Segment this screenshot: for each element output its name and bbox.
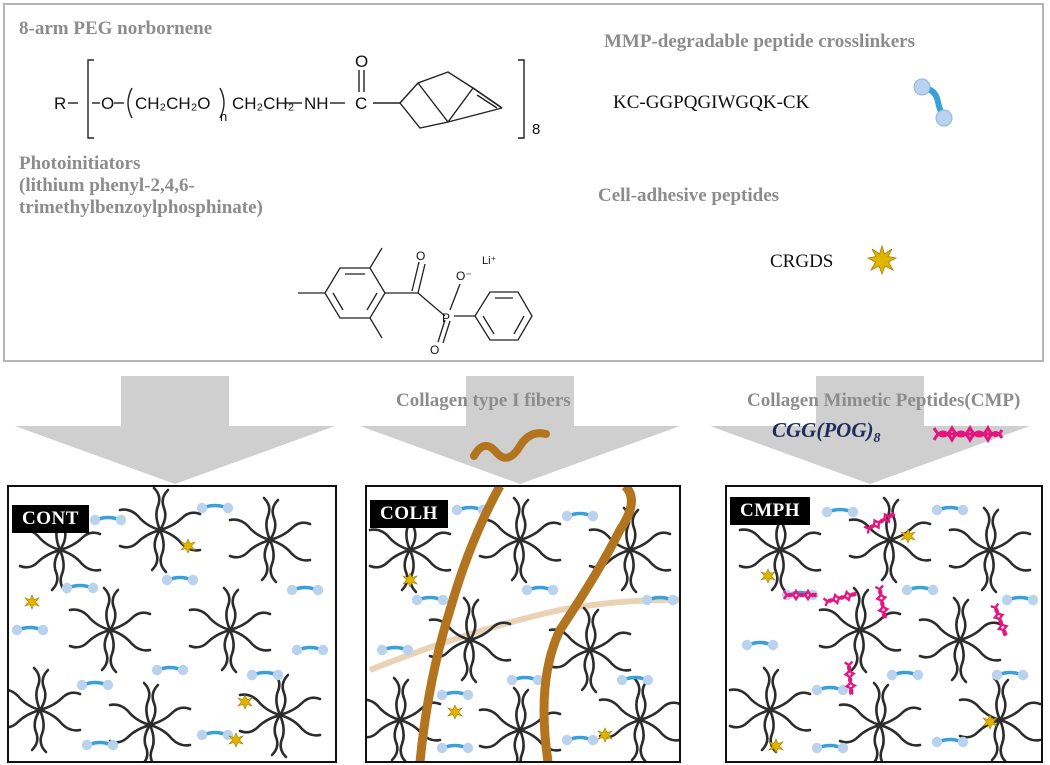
rgd-star-icon	[866, 244, 898, 276]
collagen-fibers-label: Collagen type I fibers	[396, 390, 571, 411]
collagen-fiber-icon	[470, 429, 550, 462]
peg-arms-count: 8	[532, 121, 540, 138]
adhesive-title: Cell-adhesive peptides	[598, 185, 780, 206]
peg-repeat-unit: CH₂CH₂O	[135, 94, 211, 113]
peg-norbornene-structure: R O CH₂CH₂O n CH₂CH₂ NH C O 8	[54, 52, 540, 139]
components-panel	[3, 3, 1044, 362]
crosslinker-icon	[913, 78, 953, 127]
cmp-helix-icon	[932, 424, 1004, 444]
arrow-colh	[360, 376, 680, 484]
cmp-formula: CGG(POG)8	[772, 418, 881, 447]
peg-r-label: R	[54, 94, 66, 113]
label-colh: COLH	[370, 500, 448, 528]
lap-o-bottom: O	[430, 343, 439, 356]
peg-c-label: C	[355, 94, 367, 113]
lap-structure: O O⁻ P O Li⁺	[298, 247, 533, 356]
adhesive-sequence: CRGDS	[770, 251, 834, 272]
peg-n-label: n	[220, 109, 227, 124]
peg-o-label: O	[101, 94, 114, 113]
label-cont: CONT	[12, 505, 89, 533]
peg-title: 8-arm PEG norbornene	[19, 18, 213, 39]
mmp-title: MMP-degradable peptide crosslinkers	[604, 31, 916, 52]
peg-linker: CH₂CH₂	[232, 94, 294, 113]
hydrogel-panels	[7, 485, 1043, 763]
label-cmph: CMPH	[730, 497, 811, 525]
lap-carbonyl-o: O	[416, 249, 425, 263]
mmp-sequence: KC-GGPQGIWGQK-CK	[613, 92, 810, 113]
lap-p: P	[442, 311, 450, 325]
arrow-cmph	[710, 376, 1030, 484]
peg-nh-label: NH	[304, 94, 329, 113]
peg-carbonyl-o: O	[355, 52, 368, 71]
arrow-cont	[15, 376, 335, 484]
lap-li: Li⁺	[482, 255, 497, 267]
cmp-title: Collagen Mimetic Peptides(CMP)	[747, 390, 1021, 411]
lap-o-minus: O⁻	[456, 269, 472, 283]
photoinitiator-title: Photoinitiators (lithium phenyl-2,4,6- t…	[19, 153, 263, 218]
